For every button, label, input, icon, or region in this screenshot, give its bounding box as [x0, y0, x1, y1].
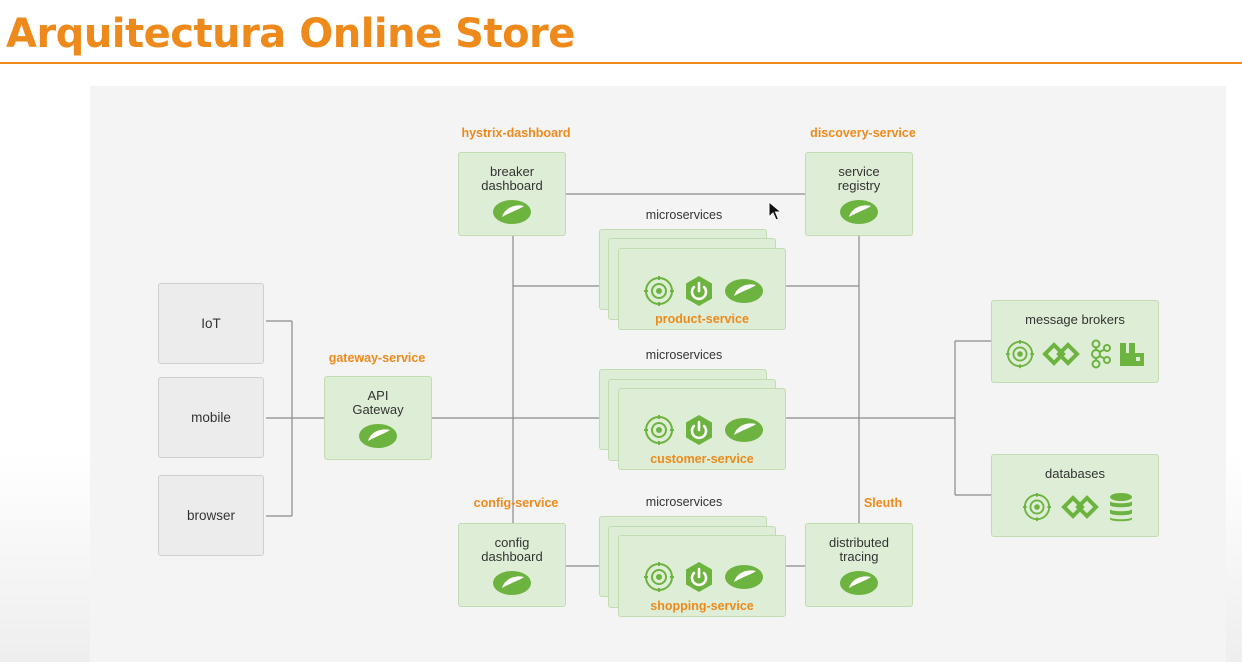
customer-service-name: customer-service — [650, 452, 754, 466]
shopping-service-name: shopping-service — [650, 599, 754, 613]
microservices-label-product: microservices — [645, 208, 723, 222]
activemq-icon — [644, 562, 674, 592]
microservices-label-shopping: microservices — [645, 495, 723, 509]
spring-leaf-icon — [493, 200, 531, 224]
rabbitmq-icon — [1120, 343, 1144, 366]
shopping-service-box: shopping-service — [618, 535, 786, 617]
spring-leaf-icon — [493, 571, 531, 595]
kafka-icon — [1091, 339, 1111, 369]
spring-boot-icon — [686, 276, 712, 306]
discovery-service-tag: discovery-service — [810, 126, 916, 140]
product-service-box: product-service — [618, 248, 786, 330]
database-icon — [1110, 493, 1132, 522]
message-brokers-box: message brokers — [991, 300, 1159, 383]
spring-boot-icon — [686, 415, 712, 445]
gateway-service-tag: gateway-service — [328, 351, 426, 365]
client-browser: browser — [158, 475, 264, 556]
hystrix-dashboard-tag: hystrix-dashboard — [461, 126, 571, 140]
spring-leaf-icon — [725, 279, 763, 303]
config-service-tag: config-service — [473, 496, 559, 510]
spring-leaf-icon — [359, 424, 397, 448]
activemq-icon — [1005, 339, 1035, 369]
mouse-cursor-icon — [768, 201, 782, 221]
activemq-icon — [644, 415, 674, 445]
activemq-icon — [1022, 492, 1052, 522]
spring-leaf-icon — [840, 571, 878, 595]
databases-box: databases — [991, 454, 1159, 537]
spring-boot-icon — [686, 562, 712, 592]
microservices-label-customer: microservices — [645, 348, 723, 362]
activemq-icon — [644, 276, 674, 306]
slide-title: Arquitectura Online Store — [6, 11, 575, 57]
cloud-stream-icon — [1042, 342, 1080, 366]
spring-leaf-icon — [725, 418, 763, 442]
spring-leaf-icon — [725, 565, 763, 589]
spring-leaf-icon — [840, 200, 878, 224]
sleuth-tag: Sleuth — [863, 496, 903, 510]
client-iot: IoT — [158, 283, 264, 364]
product-service-name: product-service — [655, 312, 749, 326]
title-underline — [0, 62, 1242, 64]
cloud-stream-icon — [1061, 495, 1099, 519]
client-mobile: mobile — [158, 377, 264, 458]
customer-service-box: customer-service — [618, 388, 786, 470]
